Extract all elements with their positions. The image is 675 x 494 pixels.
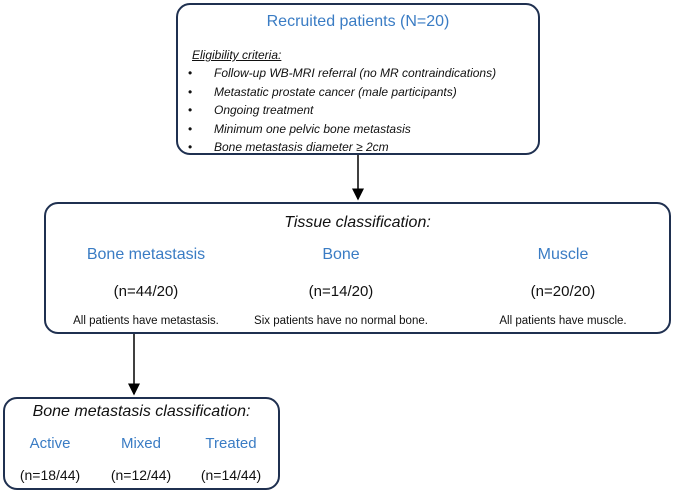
tissue-name: Bone [322, 246, 360, 263]
eligibility-list: •Follow-up WB-MRI referral (no MR contra… [188, 64, 496, 157]
metastasis-count: (n=14/44) [200, 467, 262, 483]
metastasis-count: (n=12/44) [110, 467, 172, 483]
tissue-count: (n=14/20) [308, 283, 374, 300]
metastasis-name: Mixed [120, 435, 161, 452]
metastasis-title: Bone metastasis classification: [32, 403, 251, 420]
tissue-note: All patients have muscle. [499, 315, 627, 327]
tissue-title: Tissue classification: [284, 214, 431, 231]
eligibility-heading: Eligibility criteria: [192, 48, 282, 62]
tissue-name: Bone metastasis [86, 246, 206, 263]
metastasis-name: Active [29, 435, 71, 452]
metastasis-classification-box: Bone metastasis classification: Active (… [3, 397, 280, 490]
tissue-classification-box: Tissue classification: Bone metastasis (… [44, 202, 671, 334]
criterion-item: •Bone metastasis diameter ≥ 2cm [188, 140, 389, 154]
tissue-count: (n=20/20) [530, 283, 596, 300]
criterion-item: •Minimum one pelvic bone metastasis [188, 121, 411, 136]
criterion-item: •Follow-up WB-MRI referral (no MR contra… [188, 66, 497, 80]
metastasis-name: Treated [205, 435, 257, 452]
criterion-item: •Metastatic prostate cancer (male partic… [188, 84, 457, 99]
recruited-title: Recruited patients (N=20) [266, 13, 450, 30]
tissue-count: (n=44/20) [113, 283, 179, 300]
recruited-patients-box: Recruited patients (N=20) Eligibility cr… [176, 3, 540, 155]
criterion-item: •Ongoing treatment [188, 103, 314, 117]
tissue-note: All patients have metastasis. [73, 315, 219, 327]
tissue-name: Muscle [537, 246, 589, 263]
tissue-note: Six patients have no normal bone. [254, 315, 428, 327]
metastasis-count: (n=18/44) [19, 467, 81, 483]
